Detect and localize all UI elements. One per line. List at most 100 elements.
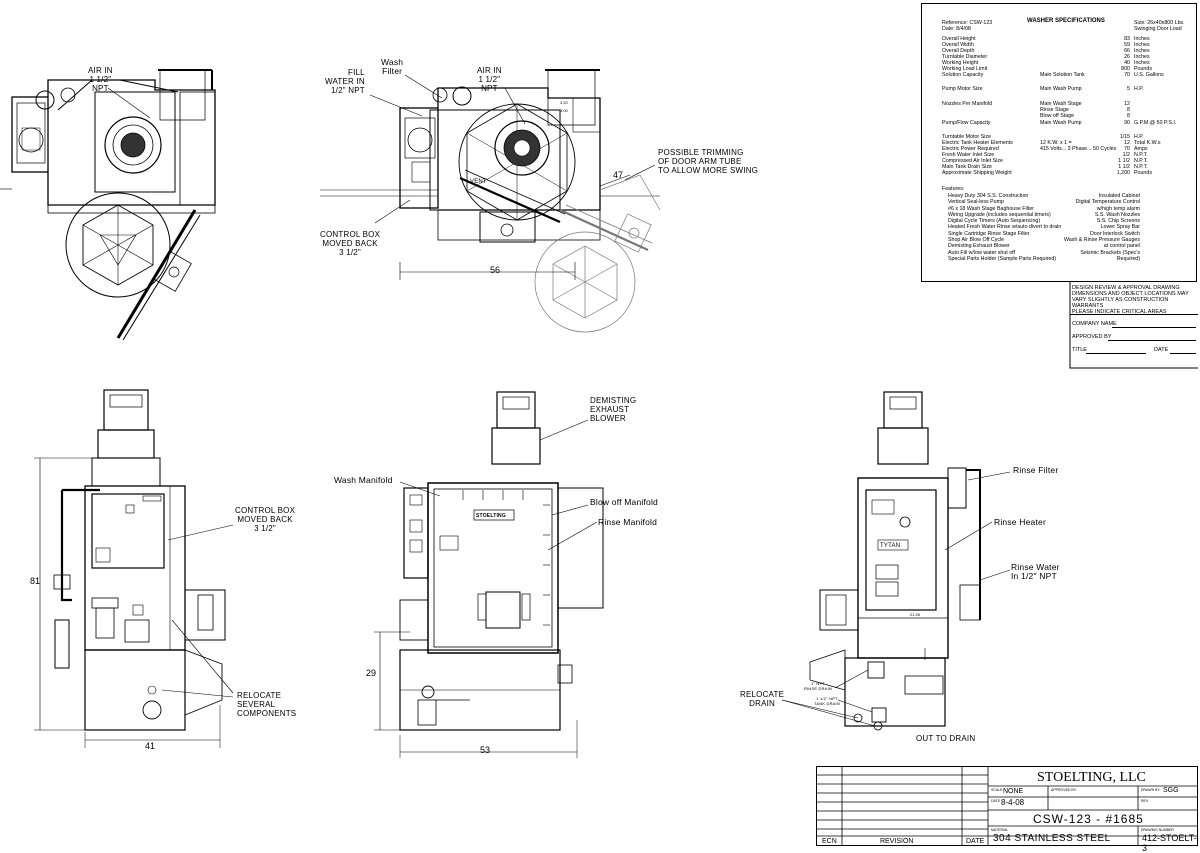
company-name-field[interactable] (1112, 327, 1196, 328)
date-field[interactable] (1170, 353, 1196, 354)
spec-row-label: Working Height (942, 60, 979, 66)
elevation-left (34, 389, 226, 748)
spec-reference: Reference: CSW-123 (942, 20, 993, 26)
feature-item: Door Interlock Switch (1089, 230, 1140, 237)
spec-title: WASHER SPECIFICATIONS (1027, 18, 1105, 24)
feature-item: Lower Spray Bar (1100, 224, 1140, 231)
feature-item: Auto Fill w/low water shut off (948, 249, 1016, 256)
spec-row-unit: Total K.W.s (1134, 140, 1161, 146)
dimension-2126: 21.26 (910, 612, 921, 617)
date-value: 8-4-08 (1001, 798, 1025, 807)
spec-row-detail: Main Wash Pump (1040, 86, 1082, 92)
leaders-top (107, 74, 656, 224)
spec-row-unit: H.P. (1134, 134, 1144, 140)
relocate-components-note: RELOCATE SEVERAL COMPONENTS (237, 691, 297, 718)
spec-row-unit: Inches (1134, 36, 1150, 42)
spec-row-value: 1,200 (1116, 170, 1130, 176)
spec-row-value: 1/15 (1119, 134, 1130, 140)
spec-row: Fresh Water Inlet Size 1/2 N.P.T. (942, 152, 1192, 158)
dimension-29: 29 (366, 668, 377, 678)
spec-row-label: Working Load Limit (942, 66, 988, 72)
spec-row-label: Pump/Flow Capacity (942, 120, 991, 126)
control-box-note-1: CONTROL BOX MOVED BACK 3 1/2" (320, 230, 381, 257)
washer-specifications-block: WASHER SPECIFICATIONS Reference: CSW-123… (921, 3, 1197, 282)
panel-tytan-label: TYTAN (880, 543, 901, 549)
fill-water-label: FILL WATER IN 1/2" NPT (325, 68, 365, 95)
spec-row-unit: U.S. Gallons (1134, 72, 1164, 78)
title-field[interactable] (1086, 353, 1146, 354)
spec-row-value: 1 1/2 (1118, 158, 1130, 164)
elevation-middle (374, 391, 604, 758)
spec-row-label: Main Tank Drain Size (942, 164, 992, 170)
spec-row-value: 59 (1124, 42, 1130, 48)
spec-row-value: 12 (1124, 101, 1130, 107)
spec-row-value: 8 (1127, 107, 1130, 113)
company-name: STOELTING, LLC (1037, 770, 1146, 785)
spec-row-label: Overall Width (942, 42, 974, 48)
material-label: MATERIAL (991, 828, 1009, 832)
drawn-value: SGG (1163, 787, 1179, 794)
title-label: TITLE (1072, 347, 1087, 353)
drawing-number: 412-STOELT-3 (1142, 833, 1197, 853)
spec-row-value: 8 (1127, 113, 1130, 119)
spec-row-value: 800 (1121, 66, 1130, 72)
feature-item: Seismic Brackets (Spec's Required) (1080, 249, 1140, 262)
feature-item: Digital Temperature Control (1075, 199, 1140, 206)
wash-filter-label: Wash Filter (381, 57, 404, 76)
spec-row-unit: Inches (1134, 42, 1150, 48)
feature-item: Wash & Rinse Pressure Gauges (1063, 237, 1140, 244)
demisting-blower-label: DEMISTING EXHAUST BLOWER (590, 396, 637, 423)
dimension-47: 47 (613, 170, 624, 180)
trimming-note: POSSIBLE TRIMMING OF DOOR ARM TUBE TO AL… (658, 148, 759, 175)
spec-date: Date: 8/4/08 (942, 26, 971, 32)
spec-row-unit: N.P.T. (1134, 164, 1148, 170)
vent-label: VENT (470, 179, 487, 185)
spec-row-label: Compressed Air Inlet Size (942, 158, 1003, 164)
dimension-320: 3.20 (560, 100, 568, 105)
control-box-note-2: CONTROL BOX MOVED BACK 3 1/2" (235, 506, 296, 533)
spec-row-value: 5 (1127, 86, 1130, 92)
date-label: DATE (1154, 347, 1169, 353)
feature-item: Insulated Cabinet (1098, 193, 1140, 199)
spec-row-value: 1/2 (1122, 152, 1130, 158)
feature-item: Digital Cycle Timers (Auto Sequencing) (948, 218, 1041, 225)
spec-row-detail: 12 K.W. x 1 = (1040, 140, 1072, 146)
spec-row-label: Turntable Motor Size (942, 134, 991, 140)
rinse-drain-label: 1" NPT RINSE DRAIN (804, 681, 832, 691)
approval-notice: DESIGN REVIEW & APPROVAL DRAWING DIMENSI… (1072, 285, 1189, 315)
feature-item: w/high temp alarm (1096, 205, 1140, 212)
out-to-drain-label: OUT TO DRAIN (916, 734, 976, 743)
dimension-53: 53 (480, 745, 491, 755)
spec-row-label: Nozzles Per Manifold (942, 101, 993, 107)
spec-row-value: 83 (1124, 36, 1130, 42)
spec-row: Working Load Limit 800 Pounds (942, 66, 1192, 72)
rinse-water-label: Rinse Water In 1/2" NPT (1011, 562, 1060, 581)
drawing-number-label: DRAWING NUMBER (1141, 828, 1174, 832)
date-label: DATE (991, 799, 1001, 803)
spec-row-unit: N.P.T. (1134, 152, 1148, 158)
spec-row-label: Overall Height (942, 36, 976, 42)
spec-row-unit: Pounds (1134, 66, 1152, 72)
air-in-label-1: AIR IN 1 1/2" NPT (88, 66, 113, 93)
spec-row-detail: Rinse Stage (1040, 107, 1069, 113)
spec-row-detail: Main Solution Tank (1040, 72, 1085, 78)
spec-row: Rinse Stage 8 (942, 107, 1192, 113)
spec-row-label: Electric Power Required (942, 146, 999, 152)
approved-by-field[interactable] (1108, 340, 1196, 341)
spec-row: Electric Power Required 415 Volts... 3 Ph… (942, 146, 1192, 152)
plan-view-left (0, 69, 216, 341)
spec-row-label: Fresh Water Inlet Size (942, 152, 995, 158)
spec-row-unit: Amps (1134, 146, 1148, 152)
relocate-drain-note: RELOCATE DRAIN (740, 690, 785, 708)
feature-item: Single Cartridge Rinse Stage Filter (948, 230, 1030, 237)
spec-row-label: Pump Motor Size (942, 86, 983, 92)
revision-header: REVISION (880, 838, 914, 845)
feature-item: Vertical Seal-less Pump (948, 199, 1004, 206)
plan-view-middle (320, 69, 661, 333)
spec-row-detail: 415 Volts... 3 Phase... 50 Cycles (1040, 146, 1117, 152)
